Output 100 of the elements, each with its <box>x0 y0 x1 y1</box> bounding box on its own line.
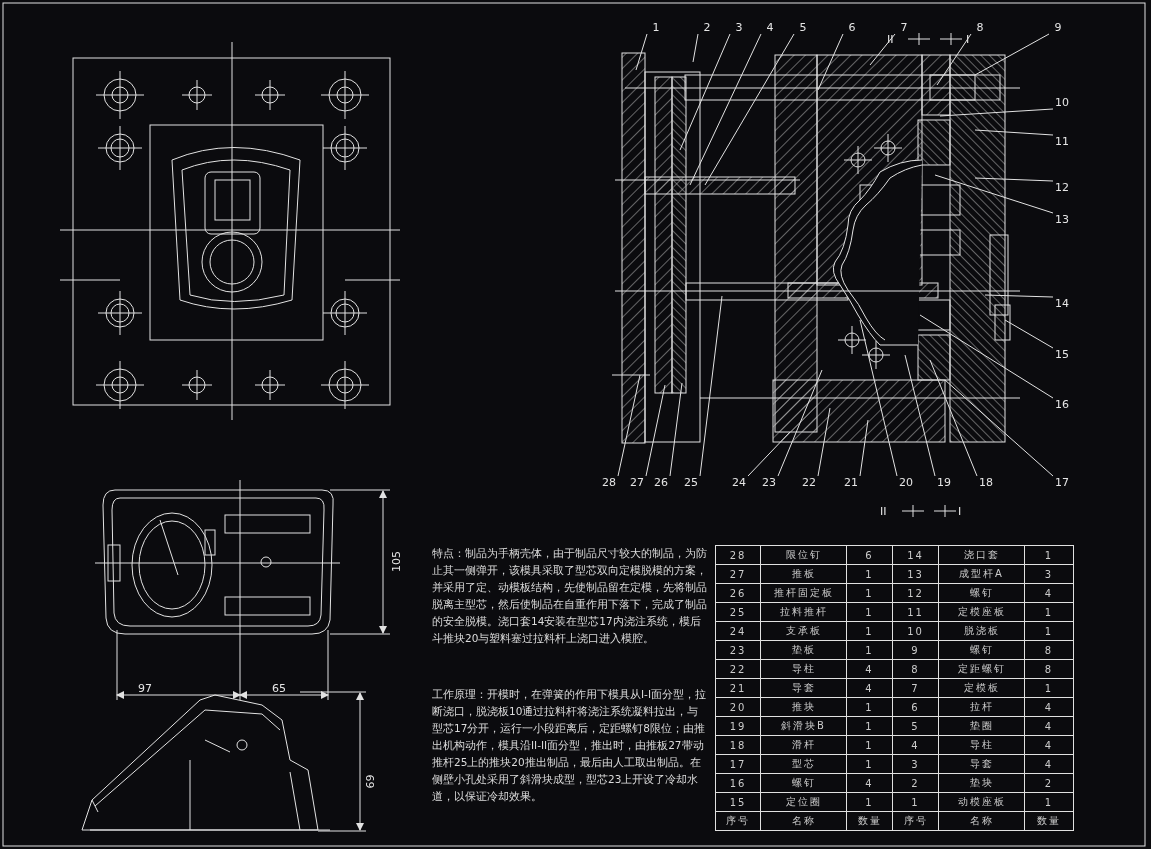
table-cell: 28 <box>715 545 761 565</box>
callout-number: 23 <box>760 476 778 489</box>
callout-number: 7 <box>895 21 913 34</box>
section-label: I <box>958 505 962 518</box>
table-cell: 15 <box>715 792 761 812</box>
callout-number: 5 <box>794 21 812 34</box>
table-cell: 20 <box>715 697 761 717</box>
table-cell: 序号 <box>892 811 939 831</box>
callout-number: 1 <box>647 21 665 34</box>
table-cell: 4 <box>1024 735 1074 755</box>
table-cell: 4 <box>1024 697 1074 717</box>
leader-line <box>859 319 898 477</box>
table-cell: 成型杆A <box>938 564 1025 584</box>
table-cell: 6 <box>846 545 893 565</box>
table-cell: 1 <box>1024 678 1074 698</box>
table-cell: 定模板 <box>938 678 1025 698</box>
callout-number: 8 <box>971 21 989 34</box>
table-cell: 推杆固定板 <box>760 583 847 603</box>
table-cell: 垫块 <box>938 773 1025 793</box>
table-cell: 11 <box>892 602 939 622</box>
leader-line <box>777 369 823 477</box>
leader-line <box>817 407 831 477</box>
leader-line <box>692 33 699 63</box>
leader-line <box>869 33 896 66</box>
table-cell: 定模座板 <box>938 602 1025 622</box>
table-cell: 8 <box>1024 640 1074 660</box>
table-cell: 脱浇板 <box>938 621 1025 641</box>
table-cell: 14 <box>892 545 939 565</box>
table-cell: 拉杆 <box>938 697 1025 717</box>
table-cell: 10 <box>892 621 939 641</box>
callout-number: 27 <box>628 476 646 489</box>
table-cell: 8 <box>892 659 939 679</box>
leader-line <box>919 314 1054 399</box>
table-cell: 名称 <box>938 811 1025 831</box>
dimension-label: 97 <box>138 682 152 695</box>
table-cell: 1 <box>846 716 893 736</box>
leader-line <box>645 384 666 477</box>
callout-number: 4 <box>761 21 779 34</box>
table-cell: 1 <box>1024 545 1074 565</box>
table-cell: 24 <box>715 621 761 641</box>
callout-number: 11 <box>1053 135 1071 148</box>
table-cell: 4 <box>846 659 893 679</box>
table-cell: 数量 <box>846 811 893 831</box>
table-cell: 7 <box>892 678 939 698</box>
callout-number: 19 <box>935 476 953 489</box>
callout-number: 10 <box>1053 96 1071 109</box>
table-cell: 导柱 <box>938 735 1025 755</box>
table-cell: 5 <box>892 716 939 736</box>
table-cell: 13 <box>892 564 939 584</box>
leader-line <box>1004 319 1054 349</box>
callout-number: 21 <box>842 476 860 489</box>
table-cell: 27 <box>715 564 761 584</box>
table-cell: 1 <box>1024 792 1074 812</box>
callout-number: 20 <box>897 476 915 489</box>
table-cell: 1 <box>846 564 893 584</box>
leader-line <box>699 295 723 477</box>
table-cell: 1 <box>1024 602 1074 622</box>
table-cell: 1 <box>846 621 893 641</box>
table-cell: 4 <box>846 773 893 793</box>
callout-number: 28 <box>600 476 618 489</box>
table-cell: 8 <box>1024 659 1074 679</box>
table-cell: 限位钉 <box>760 545 847 565</box>
dimension-label: 65 <box>272 682 286 695</box>
table-cell: 26 <box>715 583 761 603</box>
callout-number: 3 <box>730 21 748 34</box>
table-cell: 4 <box>1024 583 1074 603</box>
table-cell: 16 <box>715 773 761 793</box>
table-cell: 1 <box>1024 621 1074 641</box>
callout-number: 15 <box>1053 348 1071 361</box>
table-cell: 垫板 <box>760 640 847 660</box>
callout-number: 17 <box>1053 476 1071 489</box>
leader-line <box>939 108 1054 117</box>
leader-line <box>704 33 795 186</box>
table-cell: 4 <box>892 735 939 755</box>
dimension-label: 105 <box>390 551 403 572</box>
callout-number: 16 <box>1053 398 1071 411</box>
table-cell: 斜滑块B <box>760 716 847 736</box>
table-cell: 17 <box>715 754 761 774</box>
table-cell: 定位圈 <box>760 792 847 812</box>
table-cell: 数量 <box>1024 811 1074 831</box>
table-cell: 推板 <box>760 564 847 584</box>
table-cell: 1 <box>846 735 893 755</box>
table-cell: 导套 <box>938 754 1025 774</box>
callout-number: 13 <box>1053 213 1071 226</box>
callout-number: 2 <box>698 21 716 34</box>
table-cell: 支承板 <box>760 621 847 641</box>
table-cell: 23 <box>715 640 761 660</box>
table-cell: 4 <box>1024 716 1074 736</box>
table-cell: 3 <box>892 754 939 774</box>
table-cell: 1 <box>846 754 893 774</box>
callout-number: 14 <box>1053 297 1071 310</box>
table-cell: 4 <box>1024 754 1074 774</box>
table-cell: 螺钉 <box>938 583 1025 603</box>
table-cell: 1 <box>846 697 893 717</box>
table-cell: 序号 <box>715 811 761 831</box>
leader-line <box>936 33 972 86</box>
table-cell: 1 <box>892 792 939 812</box>
table-cell: 1 <box>846 583 893 603</box>
callout-number: 24 <box>730 476 748 489</box>
callout-number: 26 <box>652 476 670 489</box>
